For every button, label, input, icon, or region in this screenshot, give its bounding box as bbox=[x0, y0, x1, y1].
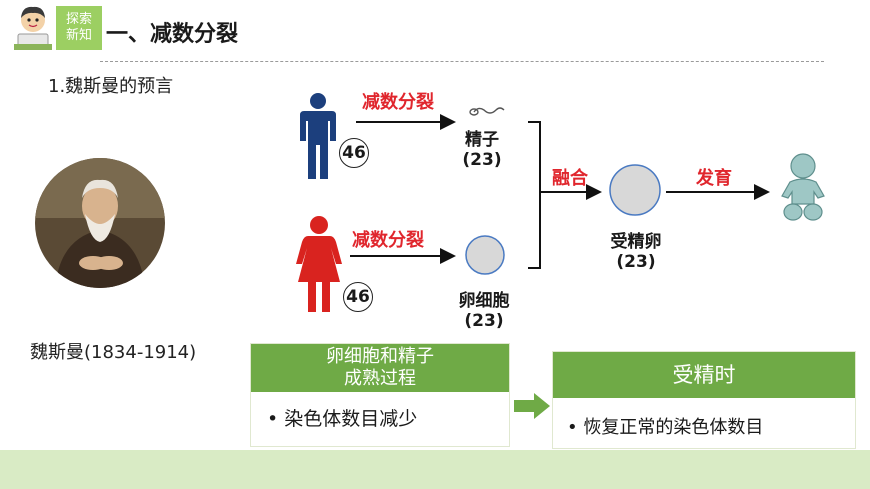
weismann-portrait bbox=[35, 158, 165, 288]
develop-label: 发育 bbox=[696, 168, 732, 189]
baby-icon bbox=[778, 152, 828, 224]
fertilization-bullet: • 恢复正常的染色体数目 bbox=[567, 417, 764, 438]
egg-cell bbox=[465, 235, 505, 275]
sperm-label: 精子 (23) bbox=[452, 125, 512, 170]
bracket bbox=[528, 121, 541, 269]
maturation-header-line1: 卵细胞和精子 bbox=[326, 346, 434, 367]
right-arrow-icon bbox=[512, 391, 552, 421]
mascot-icon bbox=[10, 4, 56, 52]
fertilization-box: 受精时 • 恢复正常的染色体数目 bbox=[552, 351, 856, 449]
page-title: 一、减数分裂 bbox=[106, 22, 239, 47]
fusion-label: 融合 bbox=[552, 168, 588, 189]
meiosis-label-top: 减数分裂 bbox=[362, 92, 434, 113]
female-icon bbox=[294, 216, 344, 312]
zygote-cell bbox=[609, 164, 661, 216]
badge-line1: 探索 bbox=[65, 12, 92, 27]
sperm-icon bbox=[473, 107, 505, 114]
zygote-count: (23) bbox=[616, 252, 656, 272]
sperm-name: 精子 bbox=[465, 130, 499, 150]
egg-label: 卵细胞 (23) bbox=[446, 286, 522, 331]
egg-count: (23) bbox=[464, 311, 504, 331]
maturation-bullet: • 染色体数目减少 bbox=[267, 408, 418, 430]
portrait-caption: 魏斯曼(1834-1914) bbox=[30, 342, 197, 363]
fertilization-box-header: 受精时 bbox=[553, 352, 855, 398]
zygote-name: 受精卵 bbox=[610, 232, 662, 252]
maturation-box-header: 卵细胞和精子 成熟过程 bbox=[251, 344, 509, 392]
header-divider bbox=[100, 61, 824, 62]
male-icon bbox=[296, 93, 340, 179]
badge-line2: 新知 bbox=[65, 28, 92, 43]
maturation-box: 卵细胞和精子 成熟过程 • 染色体数目减少 bbox=[250, 343, 510, 447]
female-chromosome-count: 46 bbox=[343, 282, 373, 312]
meiosis-label-bottom: 减数分裂 bbox=[352, 230, 424, 251]
footer-band bbox=[0, 450, 870, 489]
sperm-count: (23) bbox=[462, 150, 502, 170]
zygote-label: 受精卵 (23) bbox=[598, 227, 674, 272]
male-chromosome-count: 46 bbox=[339, 138, 369, 168]
section-subtitle: 1.魏斯曼的预言 bbox=[48, 76, 174, 97]
section-badge: 探索 新知 bbox=[56, 6, 102, 50]
maturation-header-line2: 成熟过程 bbox=[344, 368, 416, 389]
egg-name: 卵细胞 bbox=[458, 291, 510, 311]
